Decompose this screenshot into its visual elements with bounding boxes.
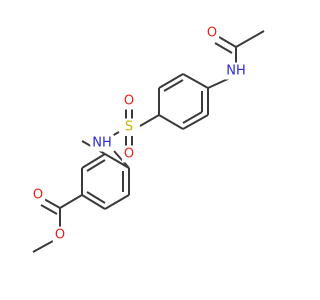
atom-label-background bbox=[121, 92, 137, 110]
atom-o-ester: O bbox=[55, 228, 65, 243]
bond-ring-top-2 bbox=[158, 73, 184, 89]
bond-n-ring-top bbox=[207, 77, 231, 89]
atom-nh-sulfonamide: NH bbox=[92, 136, 112, 151]
molecule-structure-diagram: O NH S O O NH O O bbox=[30, 24, 265, 253]
bond-ring-bottom-inner-2 bbox=[86, 191, 106, 204]
atom-label-background bbox=[30, 186, 46, 204]
bond-ring-s bbox=[139, 114, 160, 127]
bond-ring-bottom-5 bbox=[81, 153, 106, 169]
atom-nh-amide: NH bbox=[226, 64, 246, 79]
bond-ring-top-5 bbox=[182, 114, 209, 130]
atom-label-background bbox=[52, 226, 68, 244]
bond-ring-bottom-2 bbox=[104, 194, 130, 210]
atom-o-sulfonyl-top: O bbox=[124, 94, 134, 109]
bond-ester-c-o-double-1 bbox=[43, 198, 61, 209]
atom-o-acetyl: O bbox=[207, 26, 217, 41]
atom-o-carbonyl: O bbox=[33, 188, 43, 203]
bond-ring-bottom-6 bbox=[104, 153, 130, 169]
atom-o-sulfonyl-bottom: O bbox=[124, 147, 134, 162]
atom-label-layer: O NH S O O NH O O bbox=[30, 24, 248, 244]
bond-methyl-carbonyl bbox=[235, 30, 265, 48]
atom-label-background bbox=[122, 118, 136, 136]
bond-ester-c-o-double-2 bbox=[40, 204, 58, 215]
bond-ester-o-methyl bbox=[32, 240, 54, 253]
atom-label-background bbox=[224, 62, 248, 80]
bond-carbonyl-o-1 bbox=[218, 36, 237, 48]
atom-label-background bbox=[121, 145, 137, 163]
atom-label-background bbox=[90, 134, 114, 152]
bond-ring-top-4 bbox=[158, 114, 184, 130]
bond-ring-ester-c bbox=[59, 194, 83, 209]
bond-ring-top-1 bbox=[182, 73, 209, 89]
atom-label-background bbox=[204, 24, 220, 42]
bond-carbonyl-o-2 bbox=[214, 42, 233, 54]
atom-s-sulfonyl: S bbox=[125, 120, 133, 135]
bond-n-ring-bottom bbox=[113, 150, 130, 169]
bond-ring-bottom-inner-3 bbox=[86, 159, 106, 172]
bond-ring-top-inner-2 bbox=[182, 111, 203, 124]
bond-ring-bottom-3 bbox=[81, 194, 106, 210]
bond-ring-top-inner-1 bbox=[163, 79, 184, 92]
